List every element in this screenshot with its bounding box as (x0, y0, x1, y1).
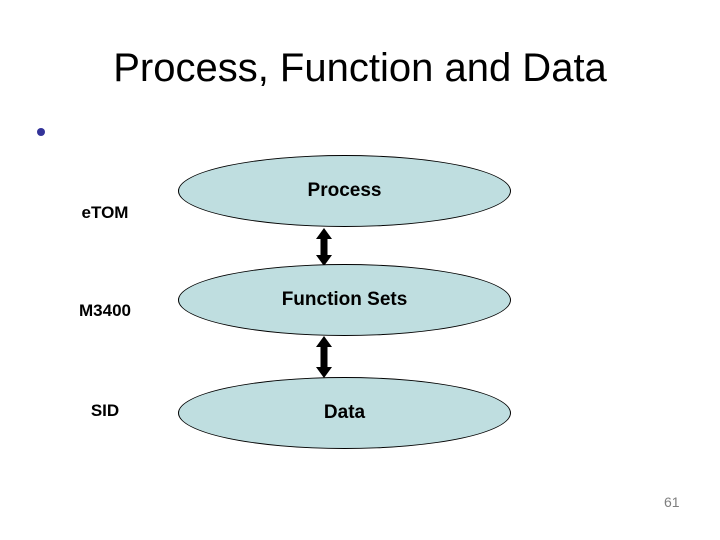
slide-title: Process, Function and Data (113, 46, 607, 90)
bullet-icon (37, 128, 45, 136)
node-data: Data (178, 377, 511, 449)
page-number: 61 (664, 494, 680, 510)
node-function-sets-label: Function Sets (281, 289, 408, 310)
node-process-label: Process (307, 180, 382, 201)
double-arrow-icon (316, 228, 332, 266)
node-process: Process (178, 155, 511, 227)
node-function-sets: Function Sets (178, 264, 511, 336)
framework-label-m3400: M3400 (79, 301, 131, 320)
node-data-label: Data (323, 402, 366, 423)
double-arrow-icon (316, 336, 332, 378)
framework-label-etom: eTOM (81, 203, 129, 222)
framework-label-sid: SID (90, 401, 120, 420)
